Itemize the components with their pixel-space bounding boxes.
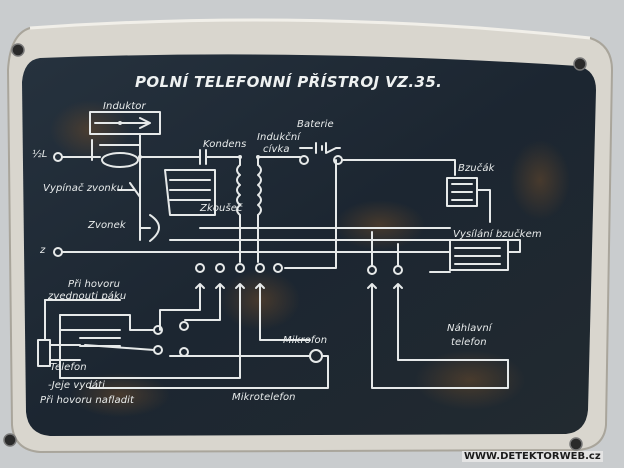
label-pri-hovoru-1: Při hovoru xyxy=(68,279,121,290)
label-pri-hovoru-nafladit: Při hovoru nafladit xyxy=(40,395,135,406)
label-vysilani-bzuckem: Vysílání bzučkem xyxy=(453,229,542,240)
label-naglavni-2: telefon xyxy=(451,337,487,348)
screw-top-right xyxy=(573,57,587,71)
label-kondens: Kondens xyxy=(203,139,247,150)
plate-face xyxy=(22,54,596,437)
label-bzucak: Bzučák xyxy=(458,163,495,174)
label-terminal-z: z xyxy=(40,245,46,256)
schematic xyxy=(37,111,521,389)
label-mikrotelefon: Mikrotelefon xyxy=(232,392,296,403)
label-terminal-left: ½L xyxy=(32,149,48,160)
label-jeje-vydati: -Jeje vydáti xyxy=(48,380,106,391)
label-baterie: Baterie xyxy=(297,119,334,130)
plate-title: POLNÍ TELEFONNÍ PŘÍSTROJ VZ.35. xyxy=(135,73,443,91)
label-indukcni-civka-2: cívka xyxy=(263,144,290,155)
watermark-text: WWW.DETEKTORWEB.cz xyxy=(462,451,603,462)
label-naglavni-1: Náhlavní xyxy=(447,323,492,334)
screw-bottom-left xyxy=(3,433,17,447)
screw-top-left xyxy=(11,43,25,57)
label-telefon: Telefon xyxy=(50,362,87,373)
label-zvonek: Zvonek xyxy=(88,220,126,231)
label-vypinac-zvonku: Vypínač zvonku xyxy=(43,183,124,194)
label-pri-hovoru-2: zvednouti páku xyxy=(48,291,127,302)
label-induktor: Induktor xyxy=(103,101,146,112)
label-mikrofon: Mikrofon xyxy=(283,335,328,346)
screw-bottom-right xyxy=(569,437,583,451)
label-zkousec: Zkoušeč xyxy=(200,203,243,214)
label-indukcni-civka-1: Indukční xyxy=(257,132,301,143)
